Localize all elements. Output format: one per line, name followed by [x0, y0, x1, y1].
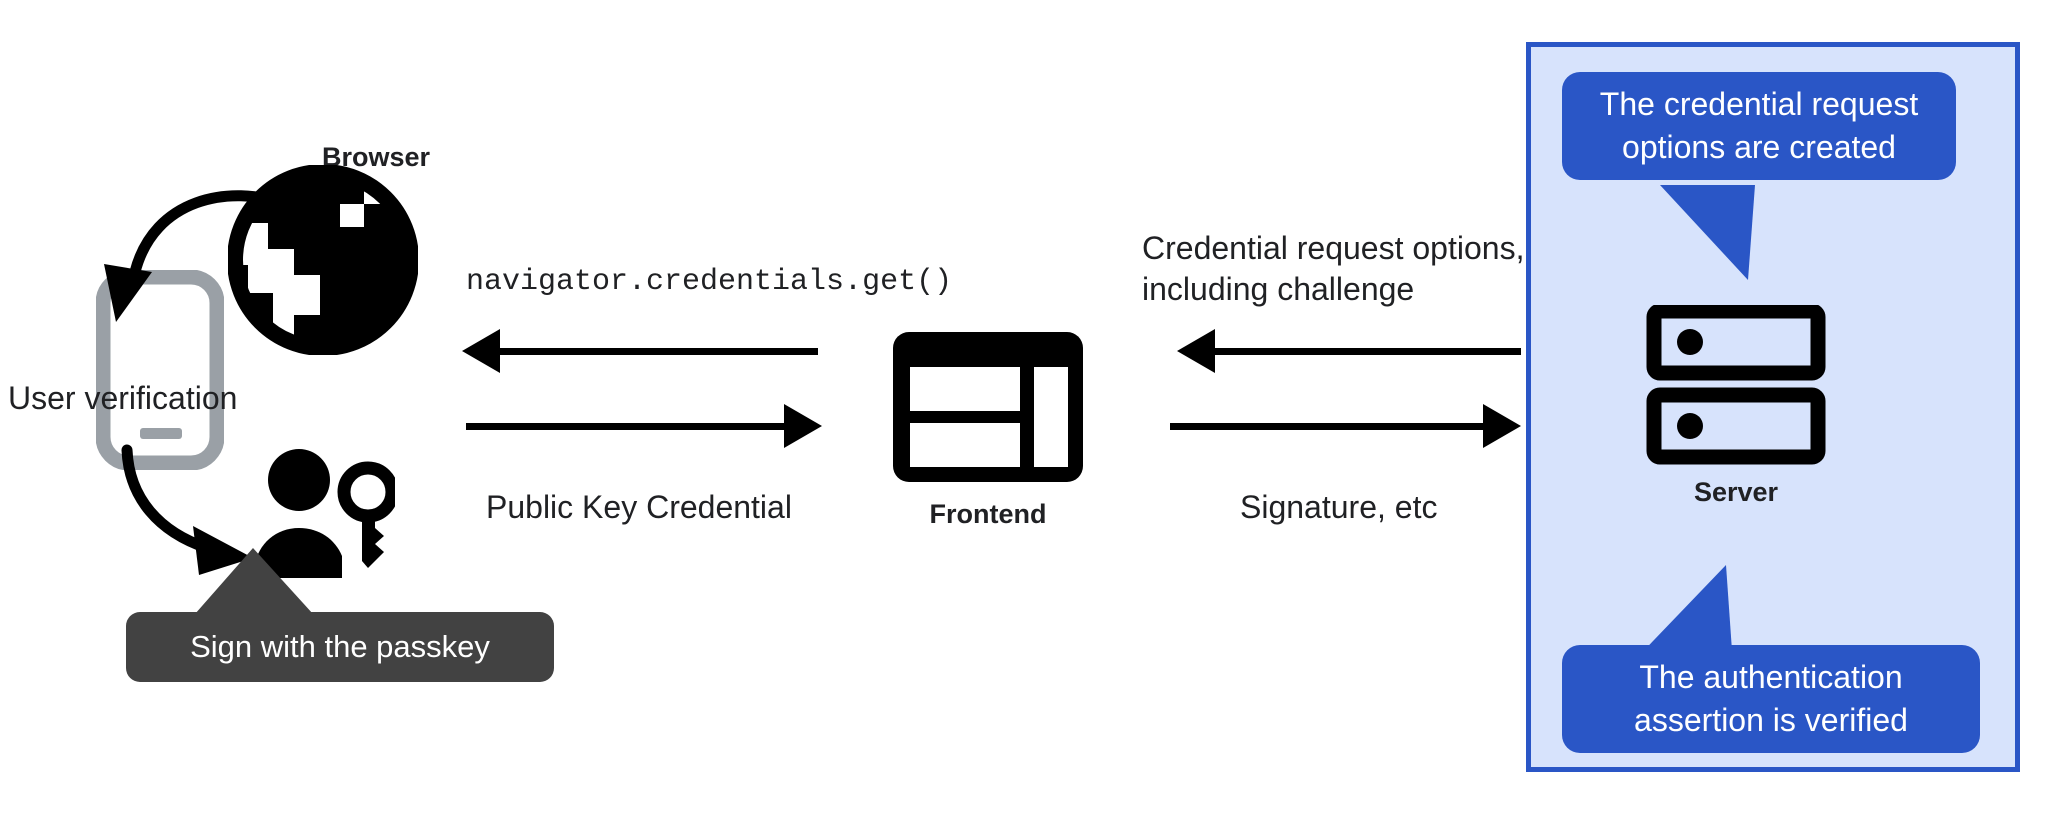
server-label-wrap: Server: [1646, 475, 1826, 510]
signature-etc-label: Signature, etc: [1240, 489, 1438, 525]
smartphone-icon: [96, 270, 224, 470]
callout-bottom-tail: [1630, 565, 1733, 665]
callout-top-tail: [1660, 185, 1755, 280]
server-callout-bottom: The authentication assertion is verified: [1562, 645, 1980, 753]
server-callout-top-line1: The credential request: [1599, 86, 1919, 123]
server-rack-icon: [1646, 305, 1826, 465]
navigator-get-label: navigator.credentials.get(): [466, 265, 953, 299]
navigator-get-label-wrap: navigator.credentials.get(): [466, 265, 952, 299]
browser-to-phone-arrow: [104, 190, 291, 322]
server-callout-bottom-line2: assertion is verified: [1634, 702, 1908, 738]
public-key-credential-label-wrap: Public Key Credential: [486, 487, 792, 528]
server-label: Server: [1693, 477, 1779, 507]
server-callout-top: The credential request options are creat…: [1562, 72, 1956, 180]
passkey-tooltip-tail: [195, 548, 313, 614]
frontend-label-wrap: Frontend: [888, 497, 1088, 532]
globe-icon: [228, 165, 418, 355]
user-verification-label-wrap: User verification: [8, 378, 237, 419]
dashboard-layout-icon: [893, 332, 1083, 482]
credential-request-options-line1: Credential request options,: [1142, 230, 1525, 266]
person-with-key-icon: [253, 449, 395, 578]
user-verification-label: User verification: [8, 380, 238, 416]
passkey-tooltip-text: Sign with the passkey: [190, 629, 490, 664]
frontend-label: Frontend: [929, 499, 1047, 529]
public-key-credential-label: Public Key Credential: [486, 489, 792, 525]
server-callout-top-line2: options are created: [1622, 129, 1896, 165]
signature-etc-label-wrap: Signature, etc: [1240, 487, 1437, 528]
server-callout-bottom-line1: The authentication: [1639, 659, 1903, 696]
credential-request-options-line2: including challenge: [1142, 270, 1415, 307]
phone-to-person-arrow: [121, 444, 253, 575]
credential-request-options-label-wrap: Credential request options, including ch…: [1142, 228, 1524, 310]
passkey-tooltip: Sign with the passkey: [126, 612, 554, 682]
